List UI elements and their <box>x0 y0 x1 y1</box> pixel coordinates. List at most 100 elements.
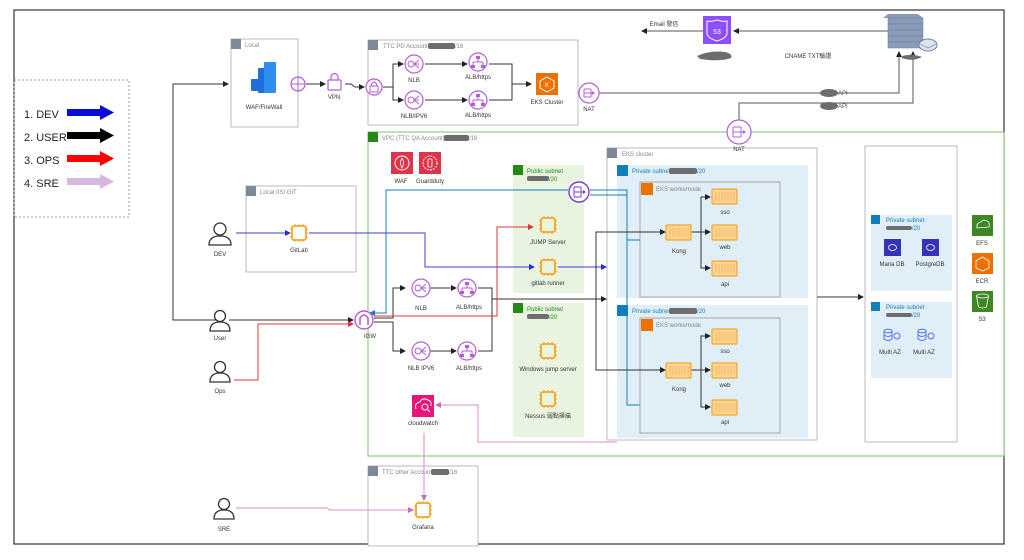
actor-dev[interactable]: DEV <box>208 222 232 258</box>
private-subnet-eks-1-suffix: /20 <box>697 169 706 175</box>
line-alb-to-kong-2 <box>595 299 666 373</box>
s3-bucket-icon <box>972 291 993 312</box>
qa-nlb-node[interactable]: NLB <box>411 278 431 312</box>
line-gitlab-to-runner <box>309 232 535 270</box>
pd-gateway-node[interactable] <box>365 78 383 96</box>
actor-sre[interactable]: SRE <box>213 497 235 534</box>
multi-az-node-2[interactable]: Multi AZ <box>913 328 935 356</box>
line-sre-to-grafana <box>236 507 414 513</box>
pd-nlb-ipv6-node[interactable]: NLB/IPV6 <box>401 90 428 120</box>
redacted-cidr <box>527 176 549 181</box>
jump-server-node[interactable]: JUMP Server <box>530 216 566 246</box>
efs-icon <box>972 215 993 236</box>
legend-label-user: 2. USER <box>24 132 67 144</box>
pd-eks-cluster-node[interactable]: K EKS Cluster <box>531 73 564 106</box>
web-node-1[interactable]: web <box>711 224 738 251</box>
kong-node-1[interactable]: Kong <box>665 224 692 255</box>
legend-label-sre: 4. SRE <box>24 178 59 190</box>
qa-alb-node-1[interactable]: ALB/https <box>456 278 482 311</box>
qa-nlb-ipv6-node[interactable]: NLB IPV6 <box>408 341 435 372</box>
legend-swatch-ops <box>67 155 100 162</box>
api-node-2[interactable]: api <box>711 399 738 426</box>
pd-alb-node-2[interactable]: ALB/https <box>465 90 491 119</box>
private-subnet-db-1-suffix: /20 <box>912 226 921 232</box>
gitlab-runner-node[interactable]: gitlab runner <box>531 258 565 287</box>
redacted-cidr <box>428 43 455 49</box>
sso-node-2[interactable]: sso <box>711 328 738 355</box>
pd-nlb-node[interactable]: NLB <box>404 54 424 84</box>
private-subnet-eks-2-title: Private subnet <box>632 309 671 315</box>
cloudwatch-label: cloudwatch <box>408 421 438 427</box>
pd-nlb-label: NLB <box>408 78 420 84</box>
route53-node[interactable]: 53 <box>697 16 732 61</box>
line-pd-to-nlb-ipv6 <box>392 87 404 103</box>
legend-arrow-dev <box>100 105 114 120</box>
legend-arrow-user <box>100 128 114 143</box>
waf-firewall-node[interactable]: WAF/FireWall <box>246 62 283 111</box>
line-igw-to-jump <box>374 224 534 317</box>
waf-firewall-label: WAF/FireWall <box>246 105 283 111</box>
postgredb-label: PostgreDB <box>915 262 944 268</box>
kong-node-2[interactable]: Kong <box>665 362 692 393</box>
local-gateway-node[interactable] <box>290 76 306 92</box>
gitlab-node[interactable]: GitLab <box>290 224 308 254</box>
s3-node[interactable]: S3 <box>972 291 993 323</box>
windows-jump-server-node[interactable]: Windows jump server <box>519 342 577 373</box>
actor-user[interactable]: User <box>209 309 231 343</box>
mariadb-node[interactable]: Maria DB <box>879 239 905 268</box>
line-vpn-to-pd <box>345 83 365 90</box>
group-qa-vpc-title: VPC (TTC QA Account) <box>382 136 445 142</box>
user-icon <box>209 309 231 332</box>
ec2-instance-icon <box>539 390 557 408</box>
grafana-node[interactable]: Grafana <box>412 501 434 531</box>
group-database <box>864 145 958 443</box>
legend-swatch-user <box>67 132 100 139</box>
qa-nat-label: NAT <box>733 147 745 153</box>
sso-label-1: sso <box>720 210 730 216</box>
igw-label: IGW <box>364 334 376 340</box>
actor-ops-label: Ops <box>214 389 225 395</box>
ecr-label: ECR <box>976 279 989 285</box>
efs-node[interactable]: EFS <box>972 215 993 247</box>
lock-icon <box>365 78 383 96</box>
cloudwatch-node[interactable]: cloudwatch <box>408 395 438 427</box>
user-icon <box>213 497 235 520</box>
public-subnet-2-title: Public subnet <box>527 307 563 313</box>
api-label-text-1: API <box>838 91 848 97</box>
redacted-text <box>697 51 732 61</box>
public-nat-node[interactable] <box>568 181 590 203</box>
nessus-node[interactable]: Nessus 弱點掃描 <box>525 390 571 420</box>
multi-az-node-1[interactable]: Multi AZ <box>879 328 901 356</box>
ecr-node[interactable]: ECR <box>972 253 993 285</box>
legend-item-ops: 3. OPS <box>24 151 114 167</box>
sso-node-1[interactable]: sso <box>711 188 738 216</box>
private-subnet-db-2-suffix: /20 <box>912 313 921 319</box>
vpn-node[interactable]: VPN <box>327 72 342 102</box>
line-eks-to-nat-teal <box>590 189 628 198</box>
qa-alb-node-2[interactable]: ALB/https <box>456 341 482 372</box>
guardduty-node[interactable]: Guardduty <box>416 152 444 185</box>
database-icon <box>917 328 935 341</box>
pd-alb-node-1[interactable]: ALB/https <box>465 52 491 81</box>
line-user-to-local <box>172 81 229 321</box>
line-pd-to-nlb <box>383 61 404 88</box>
group-pd-account-title: TTC PD Account <box>383 44 428 50</box>
qa-nat-node[interactable]: NAT <box>726 119 752 153</box>
legend-label-ops: 3. OPS <box>24 155 59 167</box>
actor-ops[interactable]: Ops <box>209 360 231 396</box>
line-eks-internal-teal <box>626 198 640 406</box>
private-subnet-db-2-title: Private subnet <box>886 305 925 311</box>
qa-nlb-label: NLB <box>415 306 427 312</box>
redacted-cidr <box>886 313 912 317</box>
waf-service-node[interactable]: WAF <box>391 152 413 185</box>
api-node-1[interactable]: api <box>711 260 738 288</box>
dns-server-node[interactable] <box>883 14 938 60</box>
postgredb-node[interactable]: PostgreDB <box>915 239 945 268</box>
legend-arrow-sre <box>100 174 114 189</box>
pd-nat-node[interactable]: NAT <box>578 82 600 113</box>
connectors <box>172 28 916 513</box>
actor-dev-label: DEV <box>214 252 226 258</box>
pd-nat-label: NAT <box>583 107 595 113</box>
web-node-2[interactable]: web <box>711 362 738 389</box>
igw-node[interactable]: IGW <box>354 310 376 340</box>
